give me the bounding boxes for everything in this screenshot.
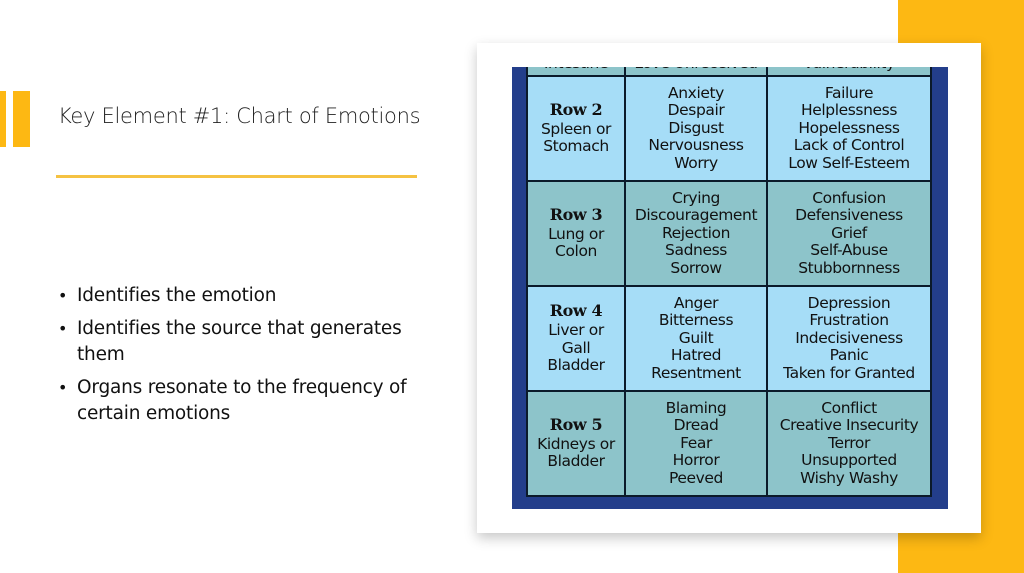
cell-text: Spleen or bbox=[540, 119, 612, 138]
cell-text: Creative Insecurity bbox=[779, 416, 919, 435]
cell-text: Resentment bbox=[651, 363, 741, 382]
organ-cell: Intestine bbox=[526, 67, 626, 77]
cell-text: Despair bbox=[667, 101, 725, 120]
bullet-list: •Identifies the emotion •Identifies the … bbox=[56, 283, 436, 434]
cell-text: Lung or bbox=[548, 224, 604, 243]
cell-text: Kidneys or bbox=[537, 434, 615, 453]
cell-text: Stubbornness bbox=[798, 258, 900, 277]
bullet-item: •Identifies the source that generates th… bbox=[58, 318, 402, 365]
row-label: Row 5 bbox=[549, 415, 603, 435]
cell-text: Taken for Granted bbox=[783, 363, 915, 382]
cell-text: Bladder bbox=[547, 356, 605, 375]
cell-text: Helplessness bbox=[800, 101, 898, 120]
cell-text: Guilt bbox=[678, 328, 714, 347]
cell-text: Colon bbox=[555, 242, 597, 261]
cell-text: Lack of Control bbox=[793, 136, 905, 155]
cell-text: Grief bbox=[831, 223, 867, 242]
cell-text: Indecisiveness bbox=[795, 328, 903, 347]
bullet-item: •Organs resonate to the frequency of cer… bbox=[58, 377, 407, 424]
title-underline bbox=[56, 175, 417, 178]
accent-bar-thin bbox=[0, 91, 6, 147]
bullet-dot-icon: • bbox=[58, 378, 68, 397]
cell-text: Anger bbox=[673, 293, 719, 312]
cell-text: Vulnerability bbox=[769, 67, 929, 73]
cell-text: Discouragement bbox=[634, 206, 758, 225]
cell-text: Terror bbox=[828, 433, 870, 452]
cell-text: Confusion bbox=[812, 188, 886, 207]
cell-text: Bladder bbox=[547, 452, 605, 471]
emotion-table: IntestineLostLove UnreceivedOverjoyVulne… bbox=[526, 67, 932, 497]
slide-title: Key Element #1: Chart of Emotions bbox=[58, 104, 421, 128]
cell-text: Crying bbox=[672, 188, 720, 207]
row-label: Row 4 bbox=[549, 301, 603, 321]
bullet-dot-icon: • bbox=[58, 286, 68, 305]
accent-bar-thick bbox=[13, 91, 30, 147]
cell-text: Horror bbox=[672, 451, 720, 470]
cell-text: Nervousness bbox=[648, 136, 744, 155]
cell-text: Bitterness bbox=[658, 311, 734, 330]
emotion-cell: OverjoyVulnerability bbox=[766, 67, 932, 77]
cell-text: Conflict bbox=[821, 398, 877, 417]
cell-text: Dread bbox=[673, 416, 719, 435]
cell-text: Self-Abuse bbox=[810, 241, 888, 260]
cell-text: Worry bbox=[674, 153, 718, 172]
cell-text: Frustration bbox=[809, 311, 889, 330]
cell-text: Intestine bbox=[529, 67, 623, 73]
cell-text: Disgust bbox=[668, 118, 724, 137]
cell-text: Defensiveness bbox=[795, 206, 903, 225]
cell-text: Rejection bbox=[661, 223, 731, 242]
emotion-chart-image: IntestineLostLove UnreceivedOverjoyVulne… bbox=[512, 67, 948, 509]
cell-text: Depression bbox=[807, 293, 891, 312]
cell-text: Hatred bbox=[670, 346, 722, 365]
cell-text: Failure bbox=[824, 83, 874, 102]
cell-text: Stomach bbox=[543, 137, 609, 156]
cell-text: Liver or bbox=[548, 320, 604, 339]
cell-text: Sadness bbox=[665, 241, 727, 260]
cell-text: Blaming bbox=[665, 398, 727, 417]
bullet-item: •Identifies the emotion bbox=[56, 283, 436, 309]
table-row: IntestineLostLove UnreceivedOverjoyVulne… bbox=[526, 67, 932, 77]
emotion-cell: LostLove Unreceived bbox=[624, 67, 768, 77]
bullet-dot-icon: • bbox=[58, 319, 68, 338]
cell-text: Hopelessness bbox=[798, 118, 900, 137]
cell-text: Wishy Washy bbox=[800, 468, 898, 487]
cell-text: Anxiety bbox=[668, 83, 724, 102]
cell-text: Gall bbox=[561, 338, 591, 357]
row-label: Row 2 bbox=[549, 100, 603, 120]
cell-text: Peeved bbox=[668, 468, 723, 487]
cell-text: Unsupported bbox=[801, 451, 897, 470]
cell-text: Panic bbox=[829, 346, 869, 365]
cell-text: Sorrow bbox=[670, 258, 722, 277]
row-label: Row 3 bbox=[549, 205, 603, 225]
cell-text: Love Unreceived bbox=[627, 67, 765, 73]
cell-text: Low Self-Esteem bbox=[788, 153, 910, 172]
cell-text: Fear bbox=[680, 433, 712, 452]
